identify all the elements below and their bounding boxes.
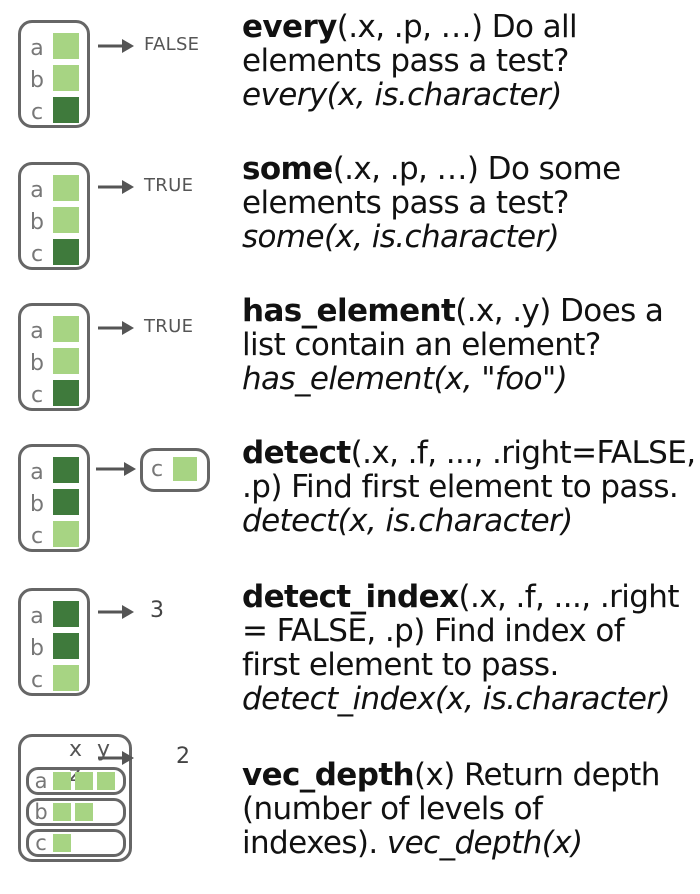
example-code: detect(x, is.character) [242, 503, 573, 539]
description-line: first element to pass. [242, 647, 559, 683]
element-label: b [30, 351, 44, 376]
element-label: a [34, 769, 48, 793]
result-value: 3 [150, 598, 165, 623]
element-pass-square [53, 665, 79, 691]
element-label: c [30, 524, 44, 549]
description-line: elements pass a test? [242, 43, 570, 79]
element-label: c [30, 383, 44, 408]
description-line: = FALSE, .p) Find index of [242, 613, 625, 649]
list-diagram: a b c [18, 20, 90, 128]
entry-description: some(.x, .p, …) Do some elements pass a … [242, 152, 692, 254]
function-name: detect [242, 435, 351, 471]
element-fail-square [53, 457, 79, 483]
element-pass-square [53, 33, 79, 59]
arrow-icon [96, 462, 136, 476]
result-value: TRUE [144, 316, 194, 337]
element-label: c [30, 100, 44, 125]
element-pass-square [53, 834, 71, 852]
nested-row: b [26, 798, 126, 826]
description-line: .p) Find first element to pass. [242, 469, 679, 505]
function-name: has_element [242, 293, 456, 329]
example-code: every(x, is.character) [242, 77, 562, 113]
element-fail-square [53, 601, 79, 627]
nested-row: c [26, 829, 126, 857]
result-element-box: c [140, 448, 210, 492]
function-args: (x) Return depth [414, 757, 660, 793]
element-fail-square [53, 633, 79, 659]
element-pass-square [53, 65, 79, 91]
element-label: b [30, 68, 44, 93]
element-label: a [30, 604, 44, 629]
function-name: detect_index [242, 579, 459, 615]
element-fail-square [53, 97, 79, 123]
description-line: list contain an element? [242, 327, 601, 363]
element-pass-square [53, 521, 79, 547]
element-label: c [35, 831, 47, 855]
list-diagram: a b c [18, 444, 90, 552]
function-name: some [242, 151, 333, 187]
element-fail-square [53, 489, 79, 515]
element-pass-square [97, 772, 115, 790]
element-label: a [30, 178, 44, 203]
nested-list-diagram: x y z a b c [18, 734, 132, 862]
description-line: (number of levels of [242, 791, 543, 827]
entry-description: has_element(.x, .y) Does a list contain … [242, 294, 692, 396]
function-args: (.x, .f, ..., .right=FALSE, [350, 435, 696, 471]
arrow-icon [98, 180, 134, 194]
element-pass-square [75, 772, 93, 790]
element-pass-square [173, 457, 197, 481]
function-name: vec_depth [242, 757, 415, 793]
element-pass-square [53, 207, 79, 233]
element-fail-square [53, 239, 79, 265]
element-label: b [30, 210, 44, 235]
function-name: every [242, 9, 337, 45]
element-pass-square [53, 772, 71, 790]
element-pass-square [53, 175, 79, 201]
entry-description: detect_index(.x, .f, ..., .right = FALSE… [242, 580, 692, 716]
element-pass-square [53, 316, 79, 342]
element-label: b [30, 636, 44, 661]
arrow-icon [98, 321, 134, 335]
description-line: elements pass a test? [242, 185, 570, 221]
example-code: detect_index(x, is.character) [242, 681, 671, 717]
example-code: some(x, is.character) [242, 219, 560, 255]
element-pass-square [53, 803, 71, 821]
element-label: a [30, 36, 44, 61]
result-value: FALSE [144, 34, 200, 55]
element-label: a [30, 319, 44, 344]
arrow-icon [98, 605, 134, 619]
element-label: c [30, 668, 44, 693]
result-value: 2 [176, 744, 191, 769]
function-args: (.x, .p, …) Do all [336, 9, 578, 45]
list-diagram: a b c [18, 162, 90, 270]
description-line: indexes). [242, 825, 378, 861]
nested-row: a [26, 767, 126, 795]
function-args: (.x, .f, ..., .right [458, 579, 679, 615]
element-label: c [150, 457, 164, 482]
entry-description: every(.x, .p, …) Do all elements pass a … [242, 10, 692, 112]
arrow-icon [98, 751, 134, 765]
list-diagram: a b c [18, 588, 90, 696]
arrow-icon [98, 39, 134, 53]
element-label: b [34, 800, 48, 824]
element-label: a [30, 460, 44, 485]
function-args: (.x, .y) Does a [455, 293, 664, 329]
element-pass-square [75, 803, 93, 821]
list-diagram: a b c [18, 303, 90, 411]
example-code: vec_depth(x) [386, 825, 583, 861]
result-value: TRUE [144, 175, 194, 196]
element-label: b [30, 492, 44, 517]
example-code: has_element(x, "foo") [242, 361, 568, 397]
element-label: c [30, 242, 44, 267]
function-args: (.x, .p, …) Do some [332, 151, 621, 187]
entry-description: vec_depth(x) Return depth (number of lev… [242, 758, 692, 860]
element-pass-square [53, 348, 79, 374]
entry-description: detect(.x, .f, ..., .right=FALSE, .p) Fi… [242, 435, 696, 539]
element-fail-square [53, 380, 79, 406]
